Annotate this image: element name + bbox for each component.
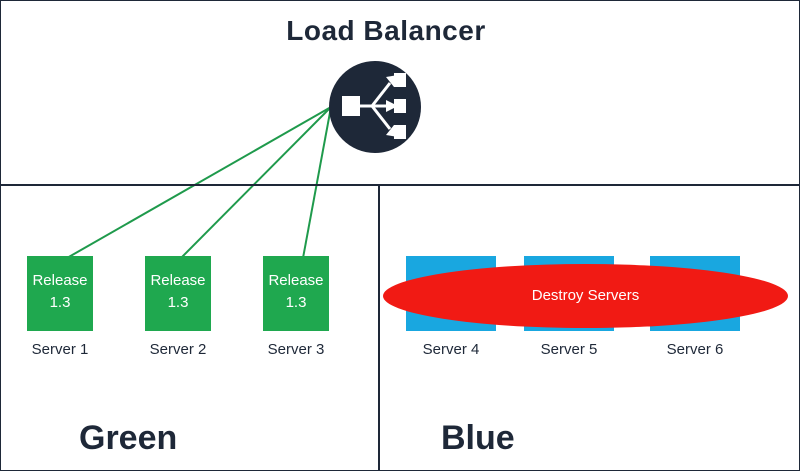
load-balancer-icon <box>329 61 421 153</box>
release-version: 1.3 <box>285 294 307 311</box>
server-1-label: Server 1 <box>31 341 89 358</box>
release-version: 1.3 <box>49 294 71 311</box>
server-4-label: Server 4 <box>422 341 480 358</box>
horizontal-divider <box>1 184 799 186</box>
green-server-2: Release 1.3 <box>145 256 211 331</box>
server-5-label: Server 5 <box>540 341 598 358</box>
link-server-2 <box>180 106 332 259</box>
server-2-label: Server 2 <box>149 341 207 358</box>
release-version: 1.3 <box>167 294 189 311</box>
release-label: Release <box>32 272 88 289</box>
server-3-label: Server 3 <box>267 341 325 358</box>
green-server-1: Release 1.3 <box>27 256 93 331</box>
vertical-divider <box>378 185 380 470</box>
link-server-3 <box>302 106 332 259</box>
release-label: Release <box>268 272 324 289</box>
server-6-label: Server 6 <box>666 341 724 358</box>
link-server-1 <box>66 106 332 259</box>
diagram-title: Load Balancer <box>286 15 486 46</box>
green-server-3: Release 1.3 <box>263 256 329 331</box>
blue-environment-label: Blue <box>441 419 515 457</box>
destroy-servers-ellipse: Destroy Servers <box>383 264 788 328</box>
release-label: Release <box>150 272 206 289</box>
green-environment-label: Green <box>79 419 178 457</box>
